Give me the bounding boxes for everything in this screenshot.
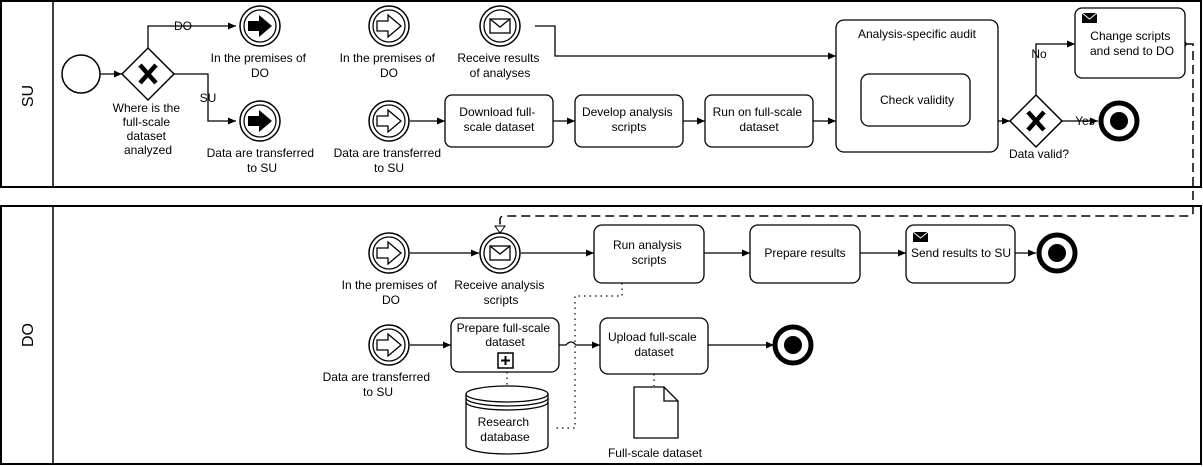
gateway-question-label: Where is the full-scale dataset analyzed bbox=[113, 101, 184, 157]
task-run-analysis-scripts: Run analysis scripts bbox=[593, 224, 705, 284]
arrow-right-outline-icon bbox=[376, 332, 403, 358]
label-receive-results: Receive results of analyses bbox=[457, 51, 542, 80]
do-data-associations bbox=[506, 283, 655, 429]
svg-text:Develop analysis scripts: Develop analysis scripts bbox=[582, 105, 676, 134]
task-upload-dataset: Upload full-scale dataset bbox=[599, 317, 709, 375]
svg-text:Research database: Research database bbox=[478, 415, 533, 444]
document-icon bbox=[633, 386, 679, 439]
pool-do: DO bbox=[0, 205, 1202, 465]
subprocess-title: Analysis-specific audit bbox=[858, 27, 977, 41]
data-object-full-scale-dataset: Full-scale dataset bbox=[608, 386, 703, 460]
svg-text:Download full- scale dat: Download full- scale dataset bbox=[459, 105, 538, 134]
do-sequence-flows bbox=[410, 249, 1036, 349]
task-check-validity-label: Check validity bbox=[880, 93, 954, 107]
do-start-transfer-event bbox=[368, 324, 410, 366]
envelope-filled-icon bbox=[913, 232, 928, 242]
gateway-data-valid bbox=[1008, 93, 1064, 149]
task-download-dataset: Download full- scale dataset bbox=[444, 94, 554, 148]
task-change-scripts: Change scripts and send to DO bbox=[1074, 7, 1186, 79]
svg-text:Change scripts and send: Change scripts and send to DO bbox=[1090, 29, 1174, 58]
su-start-premises-event bbox=[368, 5, 410, 47]
arrow-right-filled-icon bbox=[248, 15, 272, 37]
svg-text:Send results to SU: Send results to SU bbox=[911, 246, 1011, 260]
su-gateway-location bbox=[120, 46, 176, 102]
su-sequence-flows bbox=[100, 22, 1098, 125]
label-premises-throw: In the premises of DO bbox=[211, 51, 310, 80]
svg-text:Run analysis scripts: Run analysis scripts bbox=[613, 238, 685, 267]
svg-text:Prepare full-scale datas: Prepare full-scale dataset bbox=[457, 321, 554, 349]
lane-label-do: DO bbox=[20, 323, 37, 347]
su-receive-results-event bbox=[479, 5, 521, 47]
label-transfer-throw: Data are transferred to SU bbox=[207, 146, 318, 175]
datastore-research-database: Research database bbox=[465, 385, 549, 455]
label-do-premises: In the premises of DO bbox=[342, 278, 441, 307]
subprocess-analysis-audit: Analysis-specific audit Check validity bbox=[835, 19, 999, 153]
su-end-event bbox=[1098, 100, 1140, 142]
data-object-label: Full-scale dataset bbox=[608, 446, 703, 460]
flow-label-yes: Yes bbox=[1075, 114, 1095, 128]
arrow-right-outline-icon bbox=[376, 240, 403, 266]
do-end-event-top bbox=[1036, 232, 1078, 274]
svg-text:Prepare results: Prepare results bbox=[764, 246, 845, 260]
label-premises-catch: In the premises of DO bbox=[340, 51, 439, 80]
do-receive-scripts-event bbox=[479, 232, 521, 274]
task-check-validity bbox=[860, 73, 971, 127]
envelope-filled-icon bbox=[1082, 13, 1097, 23]
su-start-transfer-event bbox=[368, 100, 410, 142]
exclusive-x-icon bbox=[1026, 110, 1046, 132]
svg-text:Run on full-scale datase: Run on full-scale dataset bbox=[713, 105, 806, 134]
su-end-premises-event bbox=[239, 5, 281, 47]
exclusive-x-icon bbox=[138, 63, 158, 85]
su-end-transfer-event bbox=[239, 100, 281, 142]
flow-label-no: No bbox=[1031, 47, 1047, 61]
label-receive-scripts: Receive analysis scripts bbox=[454, 278, 547, 307]
subprocess-prepare-dataset: Prepare full-scale dataset bbox=[450, 317, 560, 373]
task-run-full-scale: Run on full-scale dataset bbox=[704, 94, 814, 148]
branch-label-do: DO bbox=[174, 19, 192, 33]
lane-label-su: SU bbox=[20, 85, 37, 107]
branch-label-su: SU bbox=[200, 91, 217, 105]
svg-text:Upload full-scale datase: Upload full-scale dataset bbox=[608, 330, 700, 359]
label-transfer-catch: Data are transferred to SU bbox=[334, 146, 445, 175]
su-start-event bbox=[61, 54, 101, 94]
arrow-right-filled-icon bbox=[248, 110, 272, 132]
arrow-right-outline-icon bbox=[376, 108, 403, 134]
task-develop-scripts: Develop analysis scripts bbox=[574, 94, 684, 148]
pool-su: SU bbox=[0, 0, 1202, 188]
do-end-event-bottom bbox=[772, 324, 814, 366]
task-send-results: Send results to SU bbox=[905, 224, 1016, 284]
do-start-premises-event bbox=[368, 232, 410, 274]
gateway-valid-label: Data valid? bbox=[1009, 147, 1069, 161]
label-do-transfer: Data are transferred to SU bbox=[323, 370, 434, 399]
arrow-right-outline-icon bbox=[376, 13, 403, 39]
task-prepare-results: Prepare results bbox=[749, 224, 861, 284]
